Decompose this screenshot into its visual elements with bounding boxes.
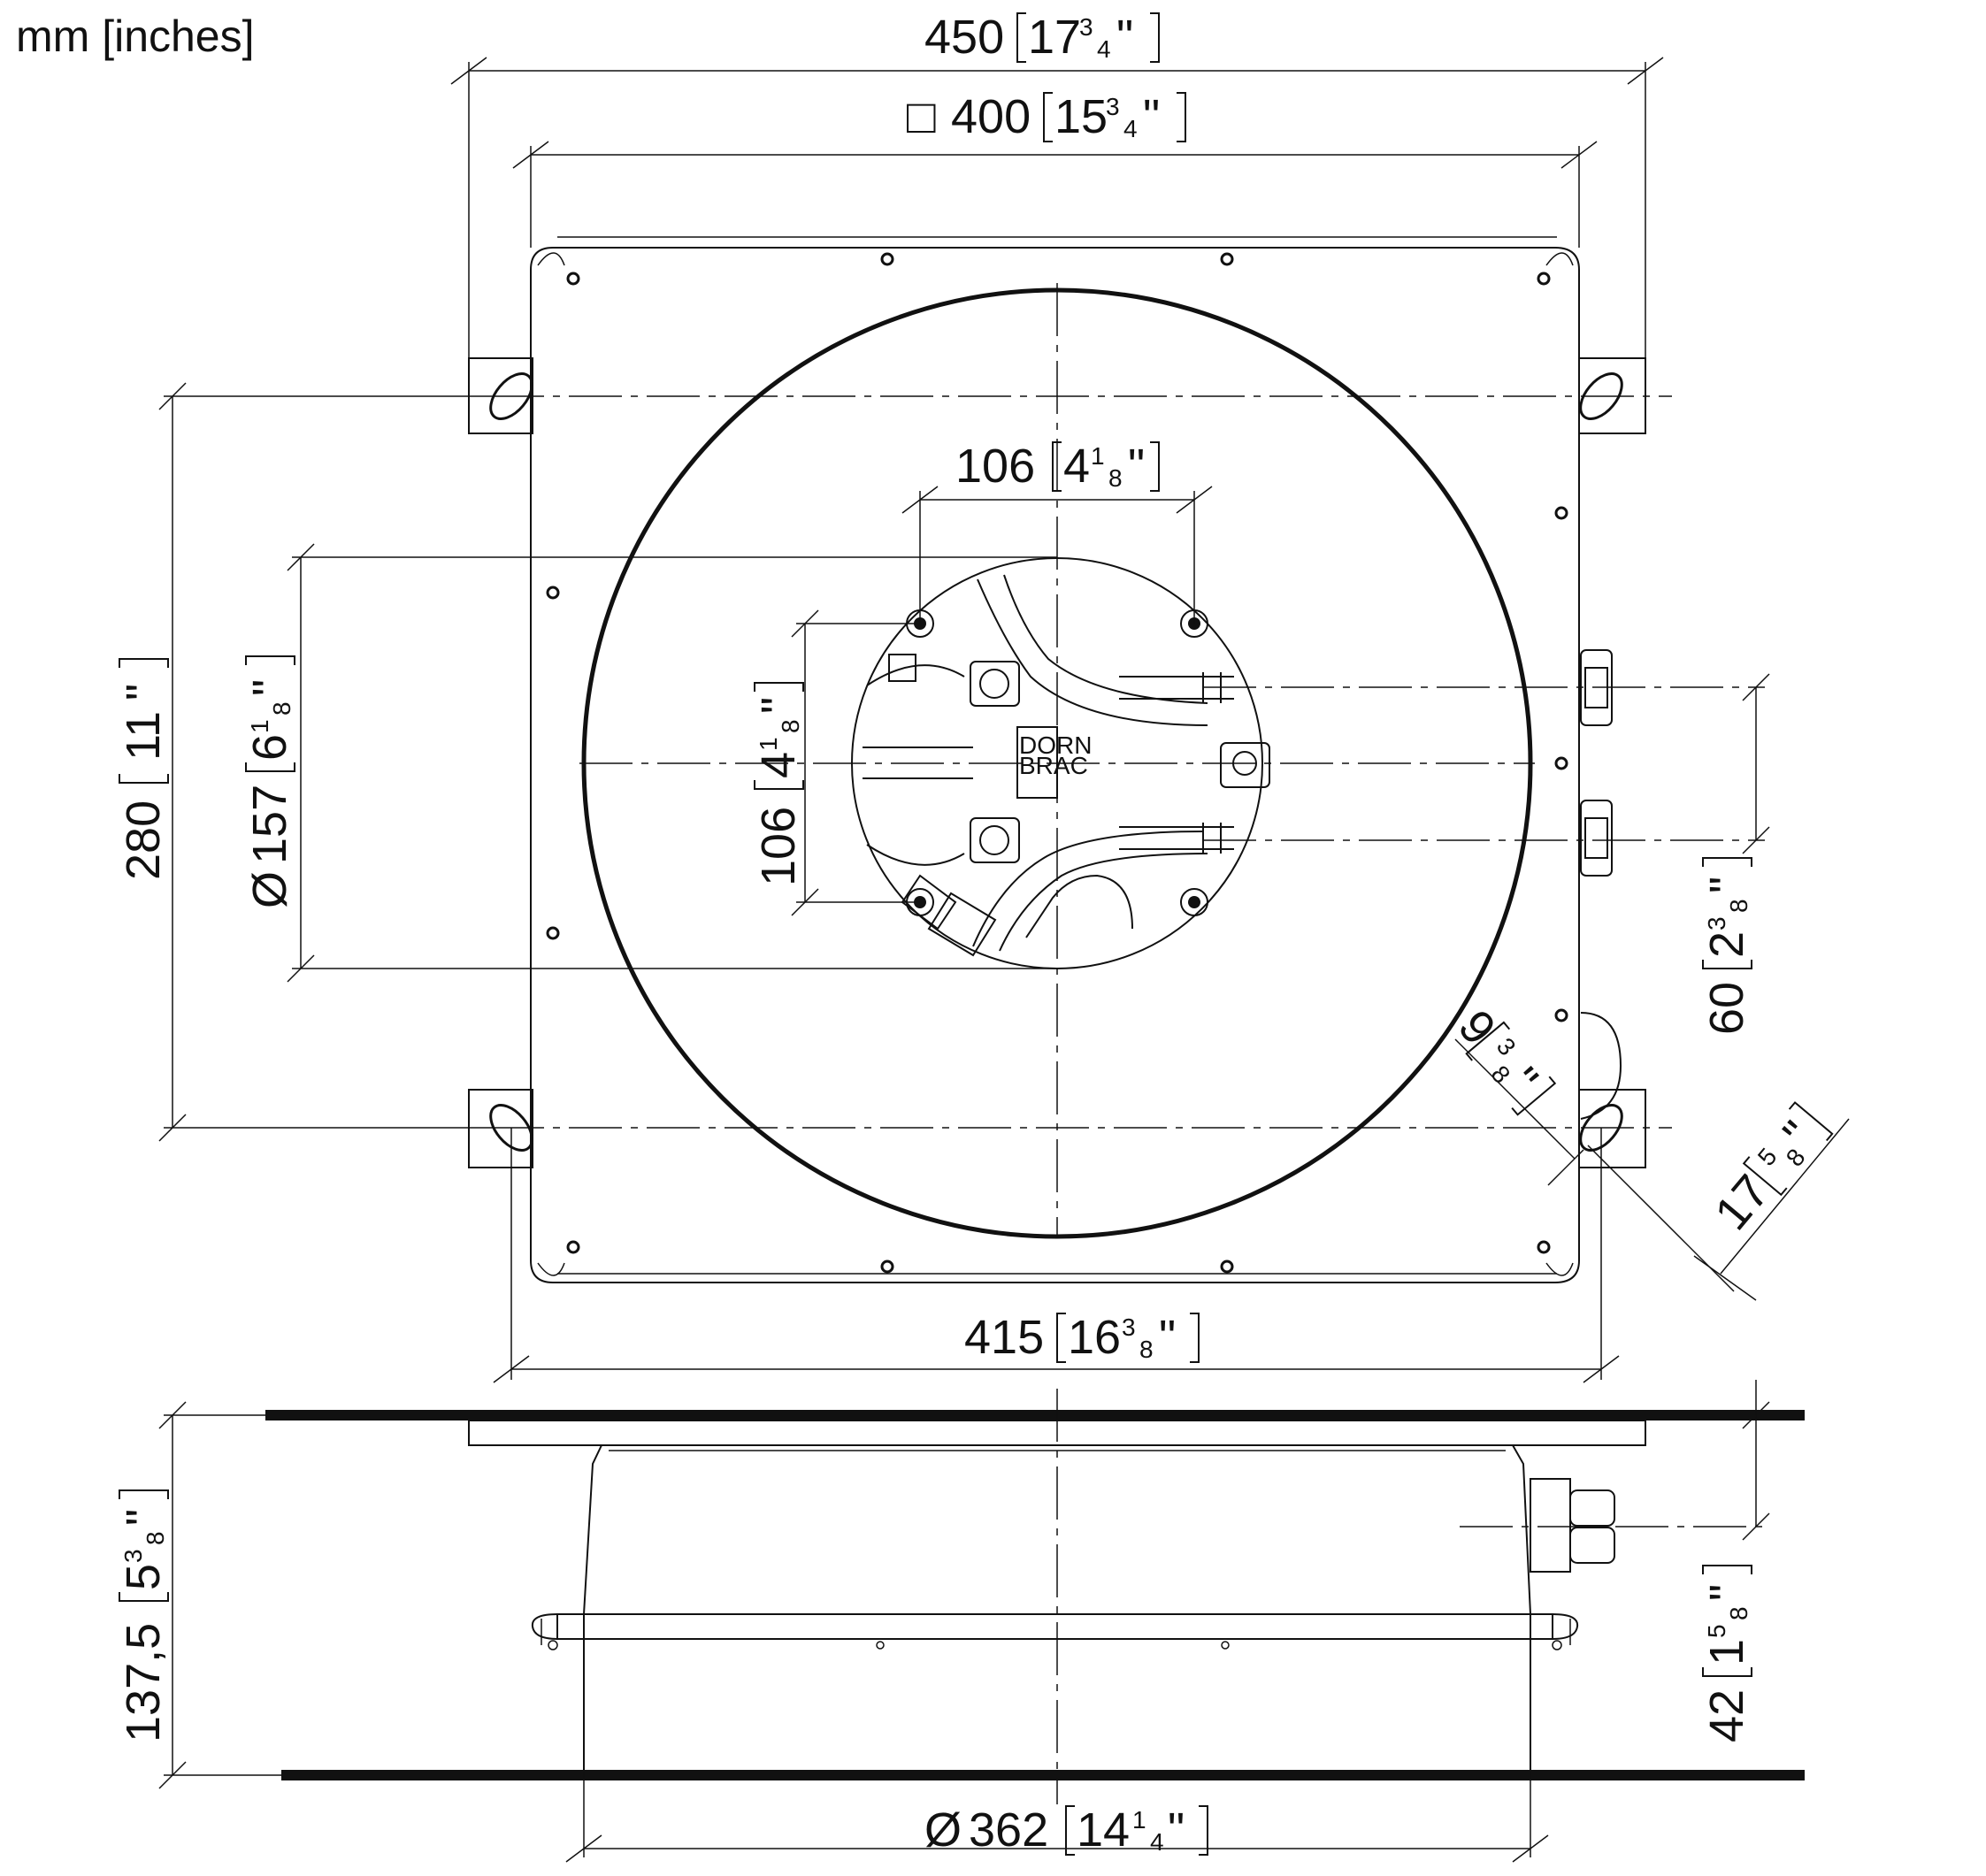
svg-text:2: 2 (1700, 931, 1753, 958)
units-label: mm [inches] (16, 11, 255, 61)
svg-text:3: 3 (1079, 13, 1093, 41)
square-plate (530, 247, 1580, 1283)
svg-text:1: 1 (1091, 442, 1105, 470)
svg-text:□: □ (907, 90, 936, 143)
dimension-lines-side (158, 1380, 1770, 1863)
port-fitting-lower (970, 817, 1020, 863)
dim-mount-spacing: 280 11 " (117, 658, 170, 880)
valve-body-details: DORN BRAC (863, 574, 1270, 957)
svg-text:157: 157 (243, 785, 296, 864)
dim-slot-length: 17 5 8 " (1705, 1101, 1834, 1240)
svg-text:400: 400 (951, 90, 1031, 143)
svg-text:": " (1168, 1803, 1185, 1857)
dim-port-spacing: 60 2 3 8 " (1700, 857, 1753, 1035)
svg-text:6: 6 (243, 734, 296, 761)
svg-text:4: 4 (1150, 1828, 1164, 1856)
svg-text:60: 60 (1700, 982, 1753, 1035)
svg-text:1: 1 (755, 737, 782, 751)
corner-notches (537, 252, 1574, 1276)
svg-text:8: 8 (1108, 464, 1123, 492)
svg-text:11: 11 (117, 711, 170, 761)
dim-housing-diameter: Ø 362 14 1 4 " (924, 1803, 1208, 1857)
svg-text:Ø: Ø (243, 871, 296, 908)
svg-text:DORN: DORN (1019, 731, 1092, 759)
svg-text:": " (117, 1509, 170, 1526)
centerlines (491, 283, 1765, 1238)
dim-overall-width: 450 17 3 4 " (924, 11, 1160, 64)
dim-square-plate: □ 400 15 3 4 " (907, 90, 1186, 143)
dim-port-height: 42 1 5 8 " (1700, 1565, 1753, 1742)
dim-hole-spacing-v: 106 4 1 8 " (752, 682, 805, 886)
svg-text:5: 5 (1752, 1143, 1783, 1171)
svg-text:4: 4 (1123, 115, 1138, 142)
svg-text:106: 106 (955, 440, 1035, 493)
svg-text:5: 5 (1703, 1624, 1730, 1638)
svg-text:8: 8 (142, 1531, 169, 1545)
svg-text:BRAC: BRAC (1019, 752, 1088, 779)
svg-text:3: 3 (1106, 93, 1120, 120)
side-view (265, 1410, 1805, 1780)
plate-inner-edge (557, 236, 1557, 1275)
svg-text:": " (1159, 1311, 1176, 1364)
svg-text:4: 4 (752, 752, 805, 778)
svg-text:": " (752, 697, 805, 714)
svg-text:5: 5 (117, 1564, 170, 1590)
svg-text:8: 8 (1139, 1336, 1154, 1363)
port-fitting-upper (970, 661, 1020, 707)
svg-text:450: 450 (924, 11, 1004, 64)
svg-text:": " (1700, 1584, 1753, 1601)
svg-text:Ø: Ø (924, 1803, 962, 1857)
dimension-lines-top (158, 57, 1850, 1383)
svg-text:14: 14 (1077, 1803, 1130, 1857)
dim-hole-spacing-h: 106 4 1 8 " (955, 440, 1160, 493)
side-view-centerline (1056, 1389, 1765, 1804)
svg-text:4: 4 (1063, 440, 1090, 493)
svg-text:": " (1143, 90, 1160, 143)
svg-text:8: 8 (1725, 899, 1752, 913)
svg-text:3: 3 (119, 1549, 147, 1563)
svg-text:8: 8 (777, 719, 804, 733)
svg-text:17: 17 (1705, 1165, 1780, 1240)
svg-text:362: 362 (969, 1803, 1048, 1857)
svg-text:1: 1 (1132, 1806, 1146, 1834)
svg-text:17: 17 (1028, 11, 1081, 64)
svg-text:16: 16 (1068, 1311, 1121, 1364)
svg-text:42: 42 (1700, 1689, 1753, 1742)
svg-text:415: 415 (964, 1311, 1044, 1364)
svg-text:": " (1128, 440, 1145, 493)
svg-text:3: 3 (1491, 1032, 1522, 1061)
svg-text:": " (1116, 11, 1133, 64)
svg-text:15: 15 (1054, 90, 1108, 143)
svg-text:106: 106 (752, 807, 805, 886)
svg-text:": " (117, 684, 170, 701)
svg-text:8: 8 (268, 701, 295, 716)
dim-inner-diameter: Ø 157 6 1 8 " (243, 655, 296, 908)
svg-text:3: 3 (1122, 1313, 1136, 1341)
svg-text:1: 1 (246, 719, 273, 733)
side-port-connectors (1580, 649, 1622, 1120)
dim-total-height: 137,5 5 3 8 " (117, 1489, 170, 1742)
dim-mount-width: 415 16 3 8 " (964, 1311, 1200, 1364)
svg-text:": " (243, 679, 296, 696)
svg-text:137,5: 137,5 (117, 1623, 170, 1742)
svg-text:280: 280 (117, 800, 170, 880)
plate-screw-holes (546, 252, 1568, 1274)
svg-text:": " (1700, 877, 1753, 893)
svg-text:4: 4 (1097, 35, 1111, 63)
dim-slot-width: 9 3 8 " (1448, 1000, 1557, 1116)
svg-text:3: 3 (1703, 916, 1730, 930)
svg-text:1: 1 (1700, 1639, 1753, 1665)
svg-text:8: 8 (1725, 1606, 1752, 1620)
